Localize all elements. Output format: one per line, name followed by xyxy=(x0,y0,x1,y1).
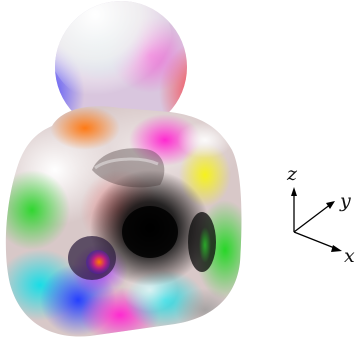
y-axis-arrow-icon xyxy=(326,201,335,209)
coordinate-axes xyxy=(291,187,342,252)
cube-body xyxy=(5,106,242,337)
x-axis-line xyxy=(293,231,338,250)
x-axis-arrow-icon xyxy=(331,245,342,252)
top-opening xyxy=(92,148,165,188)
z-axis-arrow-icon xyxy=(291,187,297,196)
z-axis-label: z xyxy=(286,163,298,185)
x-axis-label: x xyxy=(344,245,355,267)
y-axis-label: y xyxy=(339,190,351,212)
side-hole xyxy=(188,212,216,272)
y-axis-line xyxy=(293,203,332,233)
front-hole xyxy=(68,236,116,280)
